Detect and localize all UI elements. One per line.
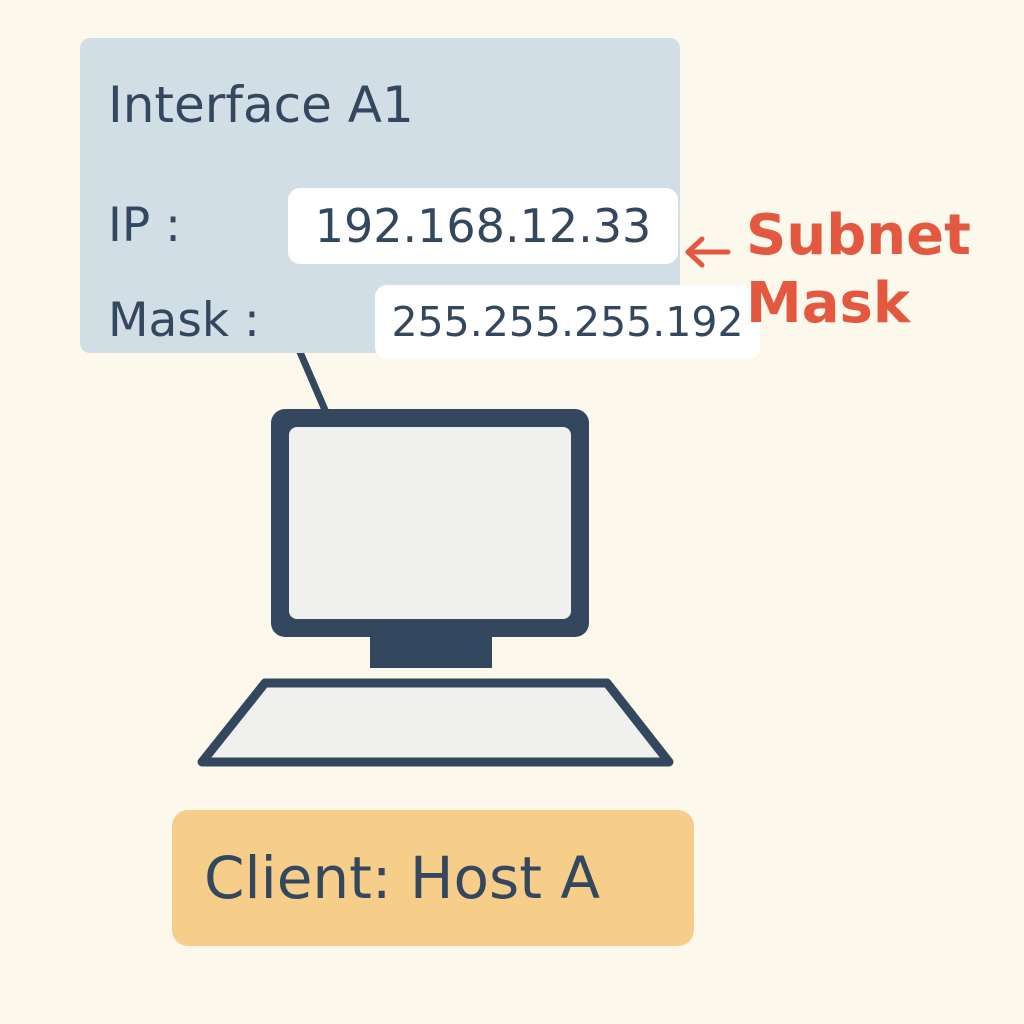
annotation-line-1: Subnet: [746, 203, 971, 268]
client-label: Client: Host A: [204, 844, 601, 912]
annotation-label: Subnet Mask: [746, 202, 971, 338]
computer-icon: [197, 409, 674, 767]
ip-label: IP :: [108, 198, 181, 253]
connector-line: [296, 348, 329, 414]
client-badge: Client: Host A: [172, 810, 694, 946]
keyboard: [197, 678, 674, 767]
subnet-mask-annotation: Subnet Mask: [682, 202, 982, 342]
interface-panel: Interface A1 IP : 192.168.12.33 Mask : 2…: [80, 38, 760, 359]
mask-value: 255.255.255.192: [375, 285, 760, 359]
arrow-left-icon: [685, 236, 731, 268]
monitor-screen: [289, 427, 571, 619]
mask-label: Mask :: [108, 293, 260, 348]
monitor-stand: [370, 637, 492, 668]
ip-value: 192.168.12.33: [288, 188, 678, 264]
annotation-line-2: Mask: [746, 271, 911, 336]
interface-title: Interface A1: [108, 76, 414, 134]
